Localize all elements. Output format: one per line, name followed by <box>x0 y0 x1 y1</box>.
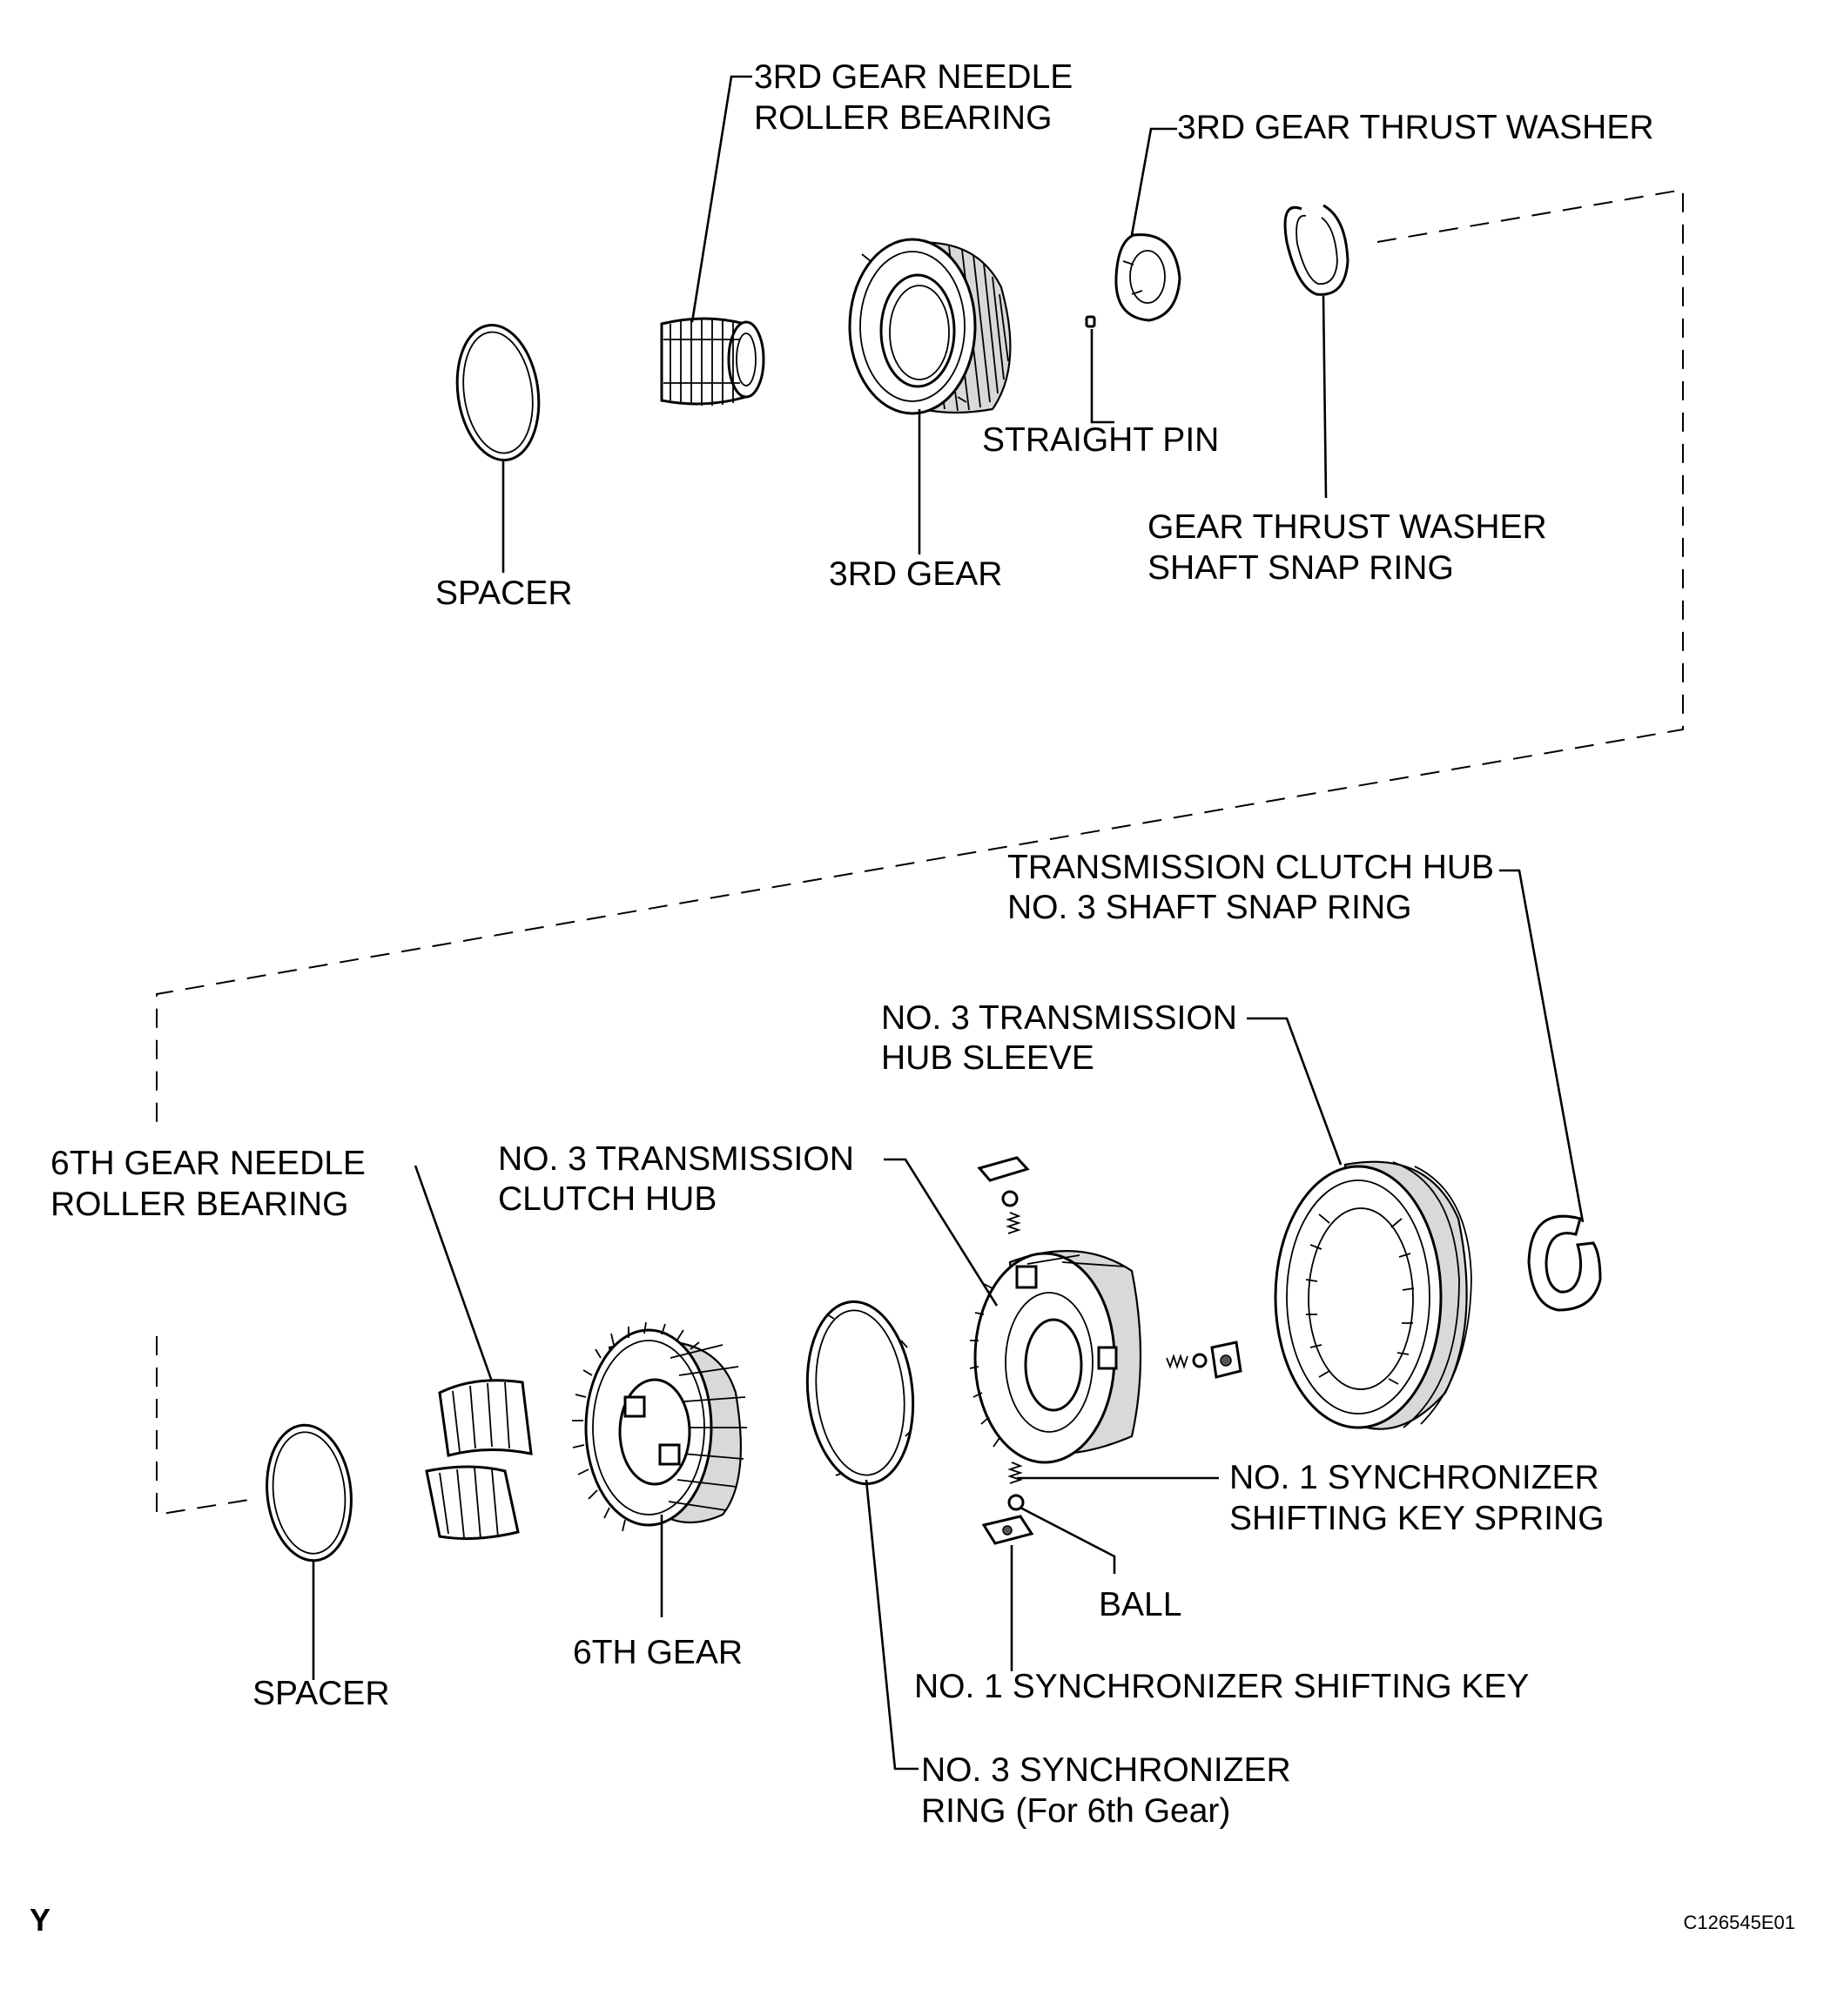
label-hub-sleeve-line1: NO. 3 TRANSMISSION <box>881 999 1237 1037</box>
clutch-hub-no3 <box>969 1250 1142 1464</box>
label-shifting-key: NO. 1 SYNCHRONIZER SHIFTING KEY <box>914 1668 1529 1705</box>
label-spacer-bottom: SPACER <box>252 1675 390 1712</box>
label-needle-bearing-3rd-line1: 3RD GEAR NEEDLE <box>754 58 1073 96</box>
label-hub-snap-ring-line1: TRANSMISSION CLUTCH HUB <box>1007 849 1494 886</box>
needle-roller-bearing-3rd <box>660 317 765 406</box>
clutch-hub-snap-ring <box>1527 1214 1602 1312</box>
label-straight-pin: STRAIGHT PIN <box>982 421 1219 459</box>
label-clutch-hub-line1: NO. 3 TRANSMISSION <box>498 1140 854 1178</box>
gear-3rd <box>848 238 1012 415</box>
label-snap-ring-line1: GEAR THRUST WASHER <box>1147 508 1547 546</box>
thrust-washer-3rd <box>1114 233 1181 322</box>
label-clutch-hub-line2: CLUTCH HUB <box>498 1180 717 1218</box>
label-needle-bearing-6th-line2: ROLLER BEARING <box>50 1186 348 1223</box>
label-key-spring-line1: NO. 1 SYNCHRONIZER <box>1229 1459 1599 1496</box>
labels: 3RD GEAR NEEDLE ROLLER BEARING 3RD GEAR … <box>30 58 1795 1938</box>
gear-6th <box>572 1321 747 1532</box>
key-spring-lower <box>1007 1462 1023 1484</box>
key-spring-right <box>1166 1354 1188 1369</box>
label-needle-bearing-6th-line1: 6TH GEAR NEEDLE <box>50 1145 366 1182</box>
label-key-spring-line2: SHIFTING KEY SPRING <box>1229 1500 1605 1537</box>
ball-lower <box>1007 1494 1025 1511</box>
needle-roller-bearing-6th <box>425 1379 533 1541</box>
label-spacer-top: SPACER <box>435 575 573 612</box>
ball-right <box>1192 1353 1208 1368</box>
corner-mark: Y <box>30 1902 50 1938</box>
shifting-key-lower <box>981 1515 1034 1545</box>
label-ball: BALL <box>1099 1586 1181 1623</box>
key-spring-upper <box>1006 1212 1021 1234</box>
figure-code: C126545E01 <box>1684 1912 1795 1933</box>
shaft-snap-ring <box>1283 204 1349 296</box>
shifting-key-upper <box>977 1156 1030 1182</box>
label-sync-ring-line2: RING (For 6th Gear) <box>921 1792 1230 1830</box>
synchronizer-ring-no3 <box>805 1300 915 1486</box>
shifting-key-right <box>1210 1341 1242 1379</box>
label-gear-3rd: 3RD GEAR <box>829 555 1002 593</box>
label-snap-ring-line2: SHAFT SNAP RING <box>1147 549 1454 587</box>
label-thrust-washer-3rd: 3RD GEAR THRUST WASHER <box>1177 109 1654 146</box>
straight-pin <box>1085 315 1096 328</box>
spacer-top <box>455 323 541 462</box>
label-needle-bearing-3rd-line2: ROLLER BEARING <box>754 99 1052 137</box>
label-hub-snap-ring-line2: NO. 3 SHAFT SNAP RING <box>1007 889 1412 926</box>
label-hub-sleeve-line2: HUB SLEEVE <box>881 1039 1094 1077</box>
spacer-bottom <box>266 1423 353 1562</box>
label-gear-6th: 6TH GEAR <box>573 1634 743 1671</box>
hub-sleeve-no3 <box>1274 1160 1472 1430</box>
ball-upper <box>1001 1190 1019 1207</box>
leader-lines <box>312 75 1585 1771</box>
label-sync-ring-line1: NO. 3 SYNCHRONIZER <box>921 1751 1291 1789</box>
shaft-centerline <box>156 188 1684 1516</box>
